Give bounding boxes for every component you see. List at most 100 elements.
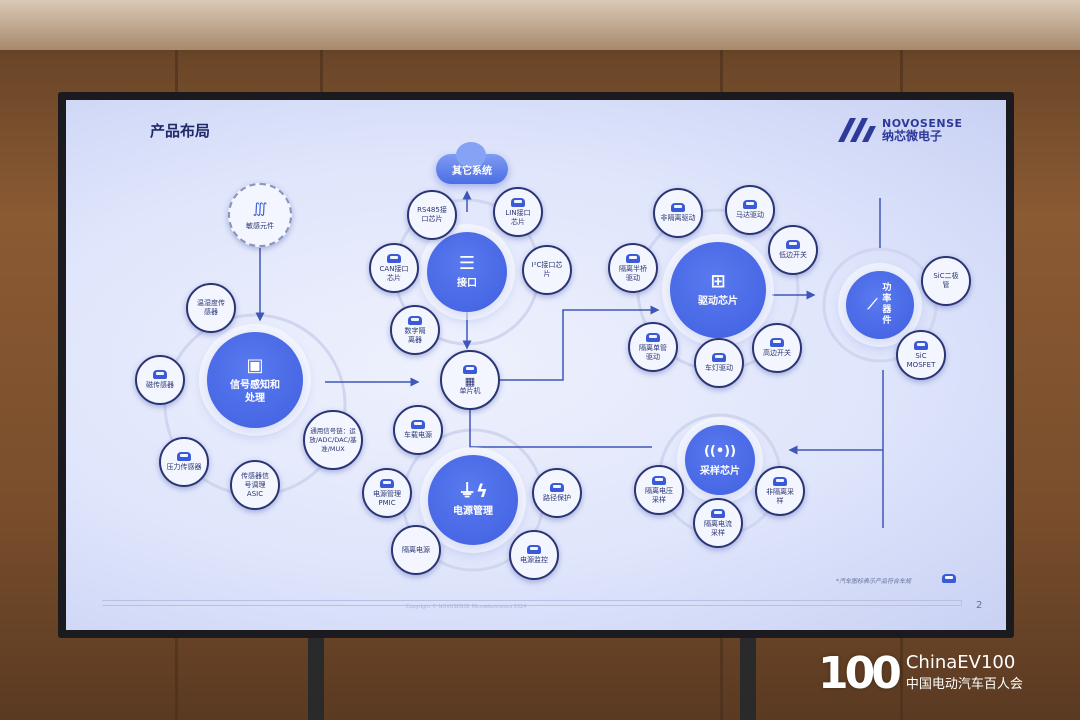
node-label: SiC MOSFET bbox=[906, 351, 936, 369]
sensing-node: 温湿度传感器 bbox=[186, 283, 236, 333]
power-node: 电源管理PMIC bbox=[362, 468, 412, 518]
power-node: 路径保护 bbox=[532, 468, 582, 518]
node-label: 隔离电源 bbox=[402, 545, 430, 554]
node-label: 隔离电流采样 bbox=[704, 519, 732, 537]
car-icon bbox=[711, 508, 725, 518]
power-device-node: SiC MOSFET bbox=[896, 330, 946, 380]
node-label: 非隔离采样 bbox=[766, 487, 794, 505]
novosense-logo-icon bbox=[838, 118, 876, 142]
driver-node: 隔离半桥驱动 bbox=[608, 243, 658, 293]
tv-stand bbox=[740, 632, 756, 720]
car-icon bbox=[380, 478, 394, 488]
car-icon bbox=[770, 338, 784, 347]
car-icon bbox=[411, 420, 425, 429]
car-icon bbox=[671, 203, 685, 212]
interface-node: CAN接口芯片 bbox=[369, 243, 419, 293]
power-device-hub: ⟋功率器件 bbox=[846, 271, 914, 339]
car-icon bbox=[652, 475, 666, 485]
power-device-node: SiC二极管 bbox=[921, 256, 971, 306]
progress-track bbox=[102, 600, 962, 606]
sampling-node: 非隔离采样 bbox=[755, 466, 805, 516]
hub-label: 接口 bbox=[457, 278, 477, 289]
car-icon bbox=[942, 574, 956, 583]
hub-label: 采样芯片 bbox=[700, 466, 740, 477]
driver-node: 隔离单管驱动 bbox=[628, 322, 678, 372]
car-icon bbox=[408, 315, 422, 325]
node-label: 数字隔离器 bbox=[404, 326, 426, 344]
interface-node: RS485接口芯片 bbox=[407, 190, 457, 240]
sampling-hub: ((•)) 采样芯片 bbox=[685, 425, 755, 495]
power-hub: ⏚ϟ 电源管理 bbox=[428, 455, 518, 545]
chip-icon: ⊞ bbox=[710, 271, 726, 292]
node-label: 通用信号链：运放/ADC/DAC/基准/MUX bbox=[309, 426, 357, 453]
car-icon bbox=[177, 452, 191, 461]
driver-hub: ⊞驱动芯片 bbox=[670, 242, 766, 338]
sliders-icon: ☰ bbox=[458, 253, 476, 274]
driver-node: 高边开关 bbox=[752, 323, 802, 373]
hub-label: 信号感知和处理 bbox=[230, 379, 280, 404]
node-label: 车灯驱动 bbox=[705, 364, 733, 372]
car-icon bbox=[550, 483, 564, 492]
car-icon bbox=[914, 340, 928, 350]
sensing-hub: ▣ 信号感知和处理 bbox=[207, 332, 303, 428]
node-label: 磁传感器 bbox=[146, 381, 174, 389]
copyright: Copyright © NOVOSENSE Microelectronics 2… bbox=[406, 604, 527, 610]
car-icon bbox=[646, 332, 660, 342]
node-label: I²C接口芯片 bbox=[531, 261, 563, 278]
node-label: 隔离单管驱动 bbox=[639, 343, 667, 361]
wireless-signal-icon: ((•)) bbox=[703, 444, 737, 459]
node-label: 敏感元件 bbox=[246, 222, 274, 230]
interface-node: I²C接口芯片 bbox=[522, 245, 572, 295]
interface-hub: ☰ 接口 bbox=[427, 232, 507, 312]
chip-icon: ▣ bbox=[246, 354, 264, 376]
driver-node: 车灯驱动 bbox=[694, 338, 744, 388]
sampling-node: 隔离电压采样 bbox=[634, 465, 684, 515]
power-node: 电源监控 bbox=[509, 530, 559, 580]
hub-label: 电源管理 bbox=[453, 506, 493, 517]
watermark-en: ChinaEV100 bbox=[905, 651, 1016, 673]
node-label: 非隔离驱动 bbox=[660, 214, 696, 222]
car-icon bbox=[626, 253, 640, 263]
node-label: 隔离电压采样 bbox=[645, 486, 673, 504]
watermark-logo: 100 bbox=[818, 648, 902, 699]
chinaev100-watermark: 100 ChinaEV100 中国电动汽车百人会 bbox=[818, 648, 1023, 699]
interface-node: 数字隔离器 bbox=[390, 305, 440, 355]
car-icon bbox=[511, 197, 525, 207]
driver-node: 马达驱动 bbox=[725, 185, 775, 235]
car-icon bbox=[463, 364, 477, 374]
other-systems-cloud: 其它系统 bbox=[436, 142, 508, 184]
sensing-node: 传感器信号调理ASIC bbox=[230, 460, 280, 510]
sensitive-element-node: ∭敏感元件 bbox=[228, 183, 292, 247]
logo-en: NOVOSENSE bbox=[882, 117, 963, 130]
power-node: 隔离电源 bbox=[391, 525, 441, 575]
driver-node: 低边开关 bbox=[768, 225, 818, 275]
watermark-cn: 中国电动汽车百人会 bbox=[905, 676, 1023, 692]
node-label: LIN接口芯片 bbox=[505, 208, 531, 226]
car-icon bbox=[743, 200, 757, 209]
sensing-node: 磁传感器 bbox=[135, 355, 185, 405]
ceiling bbox=[0, 0, 1080, 50]
slide-title: 产品布局 bbox=[150, 122, 211, 140]
car-icon bbox=[387, 253, 401, 263]
plug-icon: ⏚ϟ bbox=[458, 481, 488, 502]
sampling-node: 隔离电流采样 bbox=[693, 498, 743, 548]
car-icon bbox=[786, 240, 800, 249]
node-label: 单片机 bbox=[459, 386, 481, 395]
tv-stand bbox=[308, 632, 324, 720]
node-label: RS485接口芯片 bbox=[417, 206, 447, 223]
node-label: 隔离半桥驱动 bbox=[619, 264, 647, 282]
node-label: 压力传感器 bbox=[166, 463, 202, 471]
node-label: 传感器信号调理ASIC bbox=[241, 471, 269, 498]
car-icon bbox=[712, 353, 726, 362]
node-label: 路径保护 bbox=[543, 494, 571, 502]
node-label: 电源管理PMIC bbox=[373, 489, 401, 507]
hub-label: 功率器件 bbox=[882, 283, 892, 326]
node-label: 车载电源 bbox=[404, 431, 432, 439]
power-node: 车载电源 bbox=[393, 405, 443, 455]
footnote: *汽车图标表示产品符合车规 bbox=[836, 578, 912, 585]
cloud-label: 其它系统 bbox=[452, 165, 492, 177]
node-label: 马达驱动 bbox=[736, 211, 764, 219]
node-label: SiC二极管 bbox=[933, 272, 959, 289]
